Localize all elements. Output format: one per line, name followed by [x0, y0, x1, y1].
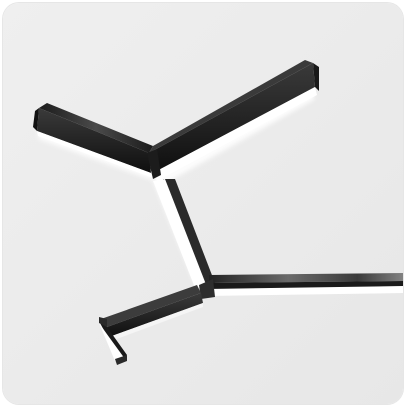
- end-piece: [99, 317, 127, 365]
- stem: [153, 179, 215, 293]
- product-photo: [3, 3, 403, 404]
- horizontal-bar: [207, 273, 403, 296]
- right-arm: [149, 60, 319, 181]
- lower-left-arm: [101, 285, 203, 341]
- lower-joint: [199, 279, 215, 299]
- left-arm: [33, 103, 153, 178]
- y-joint: [147, 149, 161, 179]
- background: [3, 3, 403, 404]
- light-fixture-illustration: [3, 3, 403, 404]
